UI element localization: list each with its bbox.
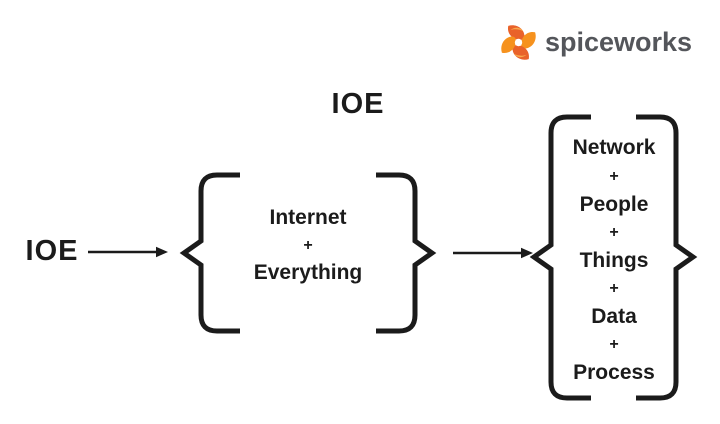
right-item-network: Network	[572, 136, 656, 159]
right-plus-2: +	[609, 224, 619, 241]
right-plus-3: +	[609, 280, 619, 297]
right-item-data: Data	[591, 305, 637, 328]
middle-item-internet: Internet	[269, 206, 347, 229]
source-label: IOE	[25, 235, 79, 267]
middle-left-brace	[179, 172, 240, 334]
right-item-people: People	[579, 193, 649, 216]
middle-item-everything: Everything	[253, 261, 363, 284]
right-left-brace	[529, 114, 591, 401]
right-plus-4: +	[609, 336, 619, 353]
middle-right-brace	[376, 172, 437, 334]
flow-arrow-2-icon	[453, 247, 533, 259]
middle-plus: +	[303, 237, 313, 254]
right-item-process: Process	[573, 361, 655, 384]
right-item-things: Things	[579, 249, 649, 272]
flow-arrow-1-icon	[88, 246, 168, 258]
right-right-brace	[636, 114, 698, 401]
spiceworks-logo: spiceworks	[498, 22, 692, 63]
spiceworks-wordmark: spiceworks	[545, 27, 693, 57]
right-plus-1: +	[609, 168, 619, 185]
diagram-title: IOE	[331, 88, 385, 120]
spiceworks-swirl-icon	[501, 25, 536, 60]
